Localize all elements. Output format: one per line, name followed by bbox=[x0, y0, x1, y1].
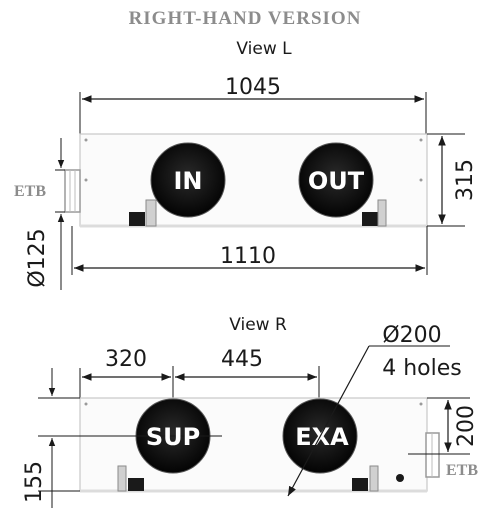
offset-1-value: 320 bbox=[105, 347, 147, 372]
dimension-height-view-r: 200 bbox=[408, 397, 479, 455]
view-l-label: View L bbox=[236, 39, 292, 59]
offset-2-value: 445 bbox=[221, 347, 263, 372]
base-offset-value: 155 bbox=[22, 461, 47, 503]
dimension-duct-diameter: Ø125 bbox=[25, 138, 65, 290]
width-base-value: 1110 bbox=[220, 244, 276, 269]
dimension-width-base: 1110 bbox=[71, 226, 428, 275]
height-value-view-l: 315 bbox=[453, 159, 478, 201]
dimension-base-offset: 155 bbox=[22, 368, 80, 508]
diagram-title: RIGHT-HAND VERSION bbox=[128, 8, 362, 29]
dimension-offsets: 320 445 bbox=[79, 347, 320, 398]
duct-diameter-value: Ø125 bbox=[25, 228, 50, 287]
view-l: View L 1045 ETB IN OUT bbox=[14, 39, 478, 290]
port-out-label: OUT bbox=[308, 167, 365, 195]
port-out: OUT bbox=[298, 142, 374, 218]
dimension-height-view-l: 315 bbox=[427, 133, 478, 227]
port-in: IN bbox=[150, 142, 226, 218]
dimension-width-overall: 1045 bbox=[79, 75, 427, 134]
etb-label-view-r: ETB bbox=[446, 462, 478, 479]
hole-diameter-leader: Ø200 4 holes bbox=[287, 323, 462, 497]
hole-diameter-value: Ø200 bbox=[382, 323, 441, 348]
view-r-label: View R bbox=[229, 315, 287, 335]
port-sup: SUP bbox=[38, 398, 222, 474]
width-overall-value: 1045 bbox=[225, 75, 281, 100]
port-exa-label: EXA bbox=[295, 423, 349, 451]
height-value-view-r: 200 bbox=[454, 405, 479, 447]
mounting-feet-view-l bbox=[129, 199, 387, 227]
etb-box-view-l bbox=[64, 169, 81, 213]
mounting-feet-view-r bbox=[117, 465, 404, 492]
port-in-label: IN bbox=[173, 167, 202, 195]
etb-label-view-l: ETB bbox=[14, 183, 46, 200]
view-r: View R 320 445 ETB SUP EXA bbox=[22, 315, 479, 508]
port-sup-label: SUP bbox=[146, 423, 200, 451]
holes-note: 4 holes bbox=[382, 356, 462, 381]
